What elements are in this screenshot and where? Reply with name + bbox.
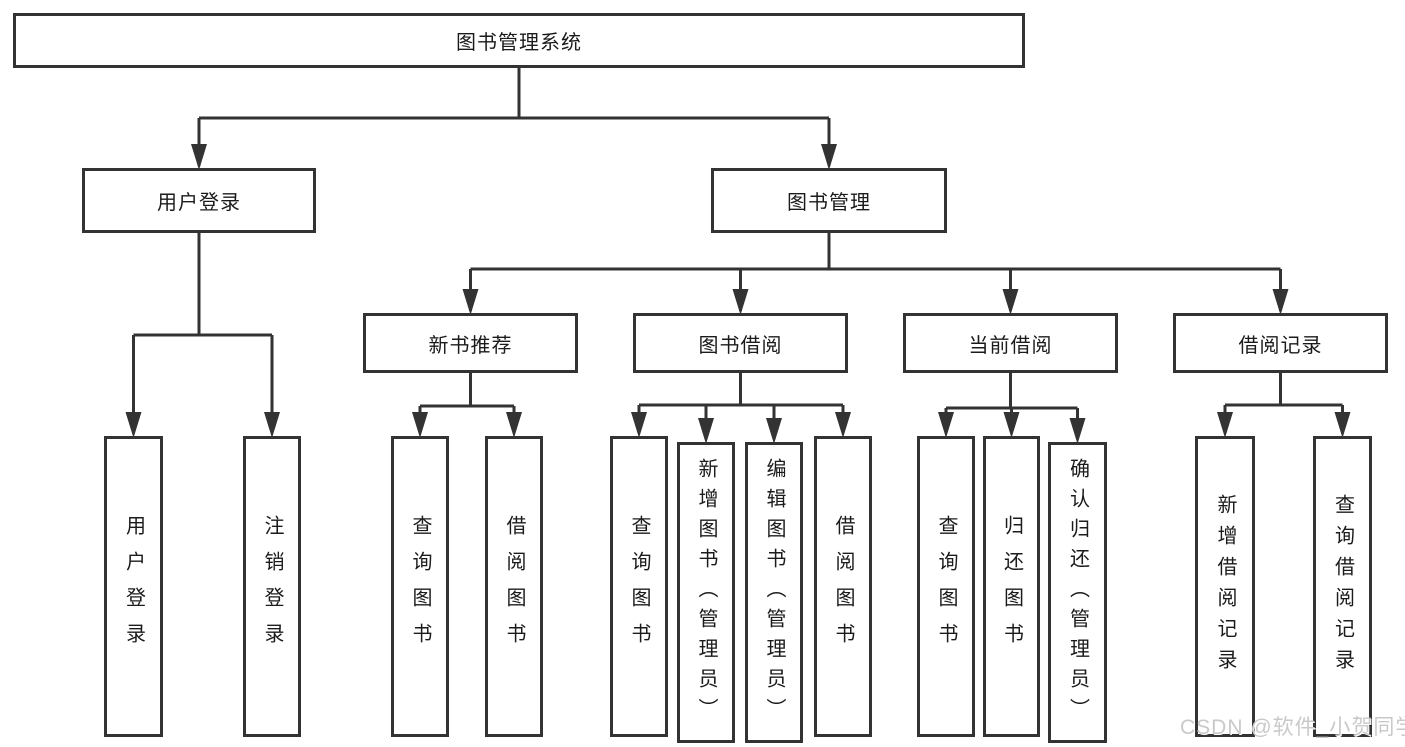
leaf-query-books-current: 查询图书 xyxy=(917,436,975,737)
node-library-system: 图书管理系统 xyxy=(13,13,1025,68)
node-book-management: 图书管理 xyxy=(711,168,947,233)
csdn-watermark: CSDN @软件_小贺同学 xyxy=(1180,716,1405,739)
leaf-user-login: 用户登录 xyxy=(104,436,163,737)
leaf-edit-book-admin: 编辑图书（管理员） xyxy=(745,442,803,743)
leaf-logout: 注销登录 xyxy=(243,436,301,737)
leaf-borrow-books-recommend: 借阅图书 xyxy=(485,436,543,737)
node-new-book-recommend: 新书推荐 xyxy=(363,313,578,373)
leaf-return-books: 归还图书 xyxy=(983,436,1040,737)
leaf-query-books-borrow: 查询图书 xyxy=(610,436,668,737)
node-user-login: 用户登录 xyxy=(82,168,316,233)
leaf-borrow-books: 借阅图书 xyxy=(814,436,872,737)
leaf-add-borrow-record: 新增借阅记录 xyxy=(1195,436,1255,737)
node-borrow-records: 借阅记录 xyxy=(1173,313,1388,373)
leaf-query-borrow-record: 查询借阅记录 xyxy=(1313,436,1372,737)
leaf-query-books-recommend: 查询图书 xyxy=(391,436,449,737)
node-current-borrow: 当前借阅 xyxy=(903,313,1118,373)
leaf-confirm-return-admin: 确认归还（管理员） xyxy=(1048,442,1107,743)
node-book-borrow: 图书借阅 xyxy=(633,313,848,373)
leaf-add-book-admin: 新增图书（管理员） xyxy=(677,442,735,743)
